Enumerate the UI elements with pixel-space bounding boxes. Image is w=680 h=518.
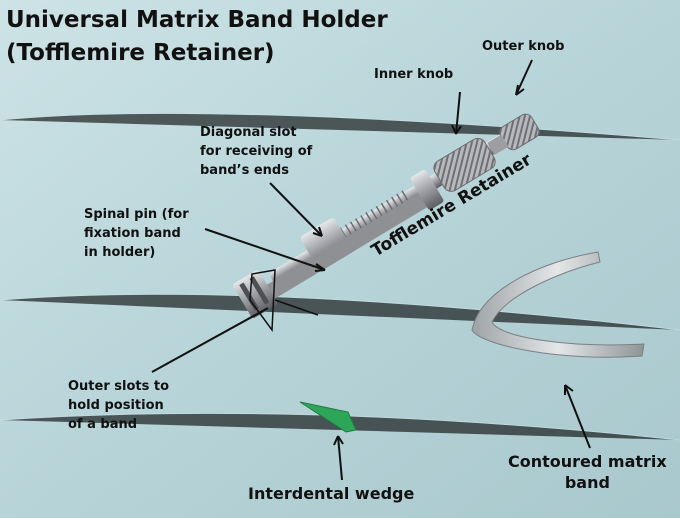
label-contoured-band: Contoured matrix band [508,452,667,494]
spinal-pin-line-3: in holder) [84,244,156,260]
spinal-pin-line-1: Spinal pin (for [84,207,189,222]
label-interdental-wedge: Interdental wedge [248,484,415,503]
label-outer-slots: Outer slots to hold position of a band [68,378,169,435]
retainer-frame [261,186,439,302]
diagonal-slot-line-1: Diagonal slot [200,125,297,140]
label-spinal-pin: Spinal pin (for fixation band in holder) [84,206,189,263]
tofflemire-retainer [233,113,540,318]
pointer-lines [151,59,591,481]
title-line-2: (Tofflemire Retainer) [6,39,275,66]
outer-slots-pointer [151,307,269,373]
outer-slots-line-1: Outer slots to [68,379,170,394]
outer-knob-pointer [515,59,533,96]
band-pointer [564,384,591,449]
label-diagonal-slot: Diagonal slot for receiving of band’s en… [200,124,312,181]
inner-knob-pointer [455,91,461,135]
diagonal-slot-line-2: for receiving of [200,143,313,159]
outer-slots-bracket [249,269,276,333]
outer-slots-line-3: of a band [68,416,138,432]
spinal-pin-pointer [204,228,326,271]
wedge-pointer [337,435,343,481]
page-title: Universal Matrix Band Holder (Tofflemire… [6,4,388,69]
label-outer-knob: Outer knob [482,39,565,54]
guide-bracket [410,169,444,210]
outer-slots-end [233,270,278,318]
contoured-band-line-2: band [564,472,610,492]
outer-slots-line-2: hold position [68,397,164,413]
title-line-1: Universal Matrix Band Holder [6,7,388,33]
contoured-matrix-band [471,251,645,358]
diagonal-slot-line-3: band’s ends [200,162,289,178]
diagonal-slot-pointer [269,182,323,237]
contoured-band-line-1: Contoured matrix [508,452,667,471]
label-inner-knob: Inner knob [374,67,454,82]
spinal-pin-line-2: fixation band [84,225,181,241]
inner-knob [433,137,496,192]
interdental-wedge [299,401,357,433]
